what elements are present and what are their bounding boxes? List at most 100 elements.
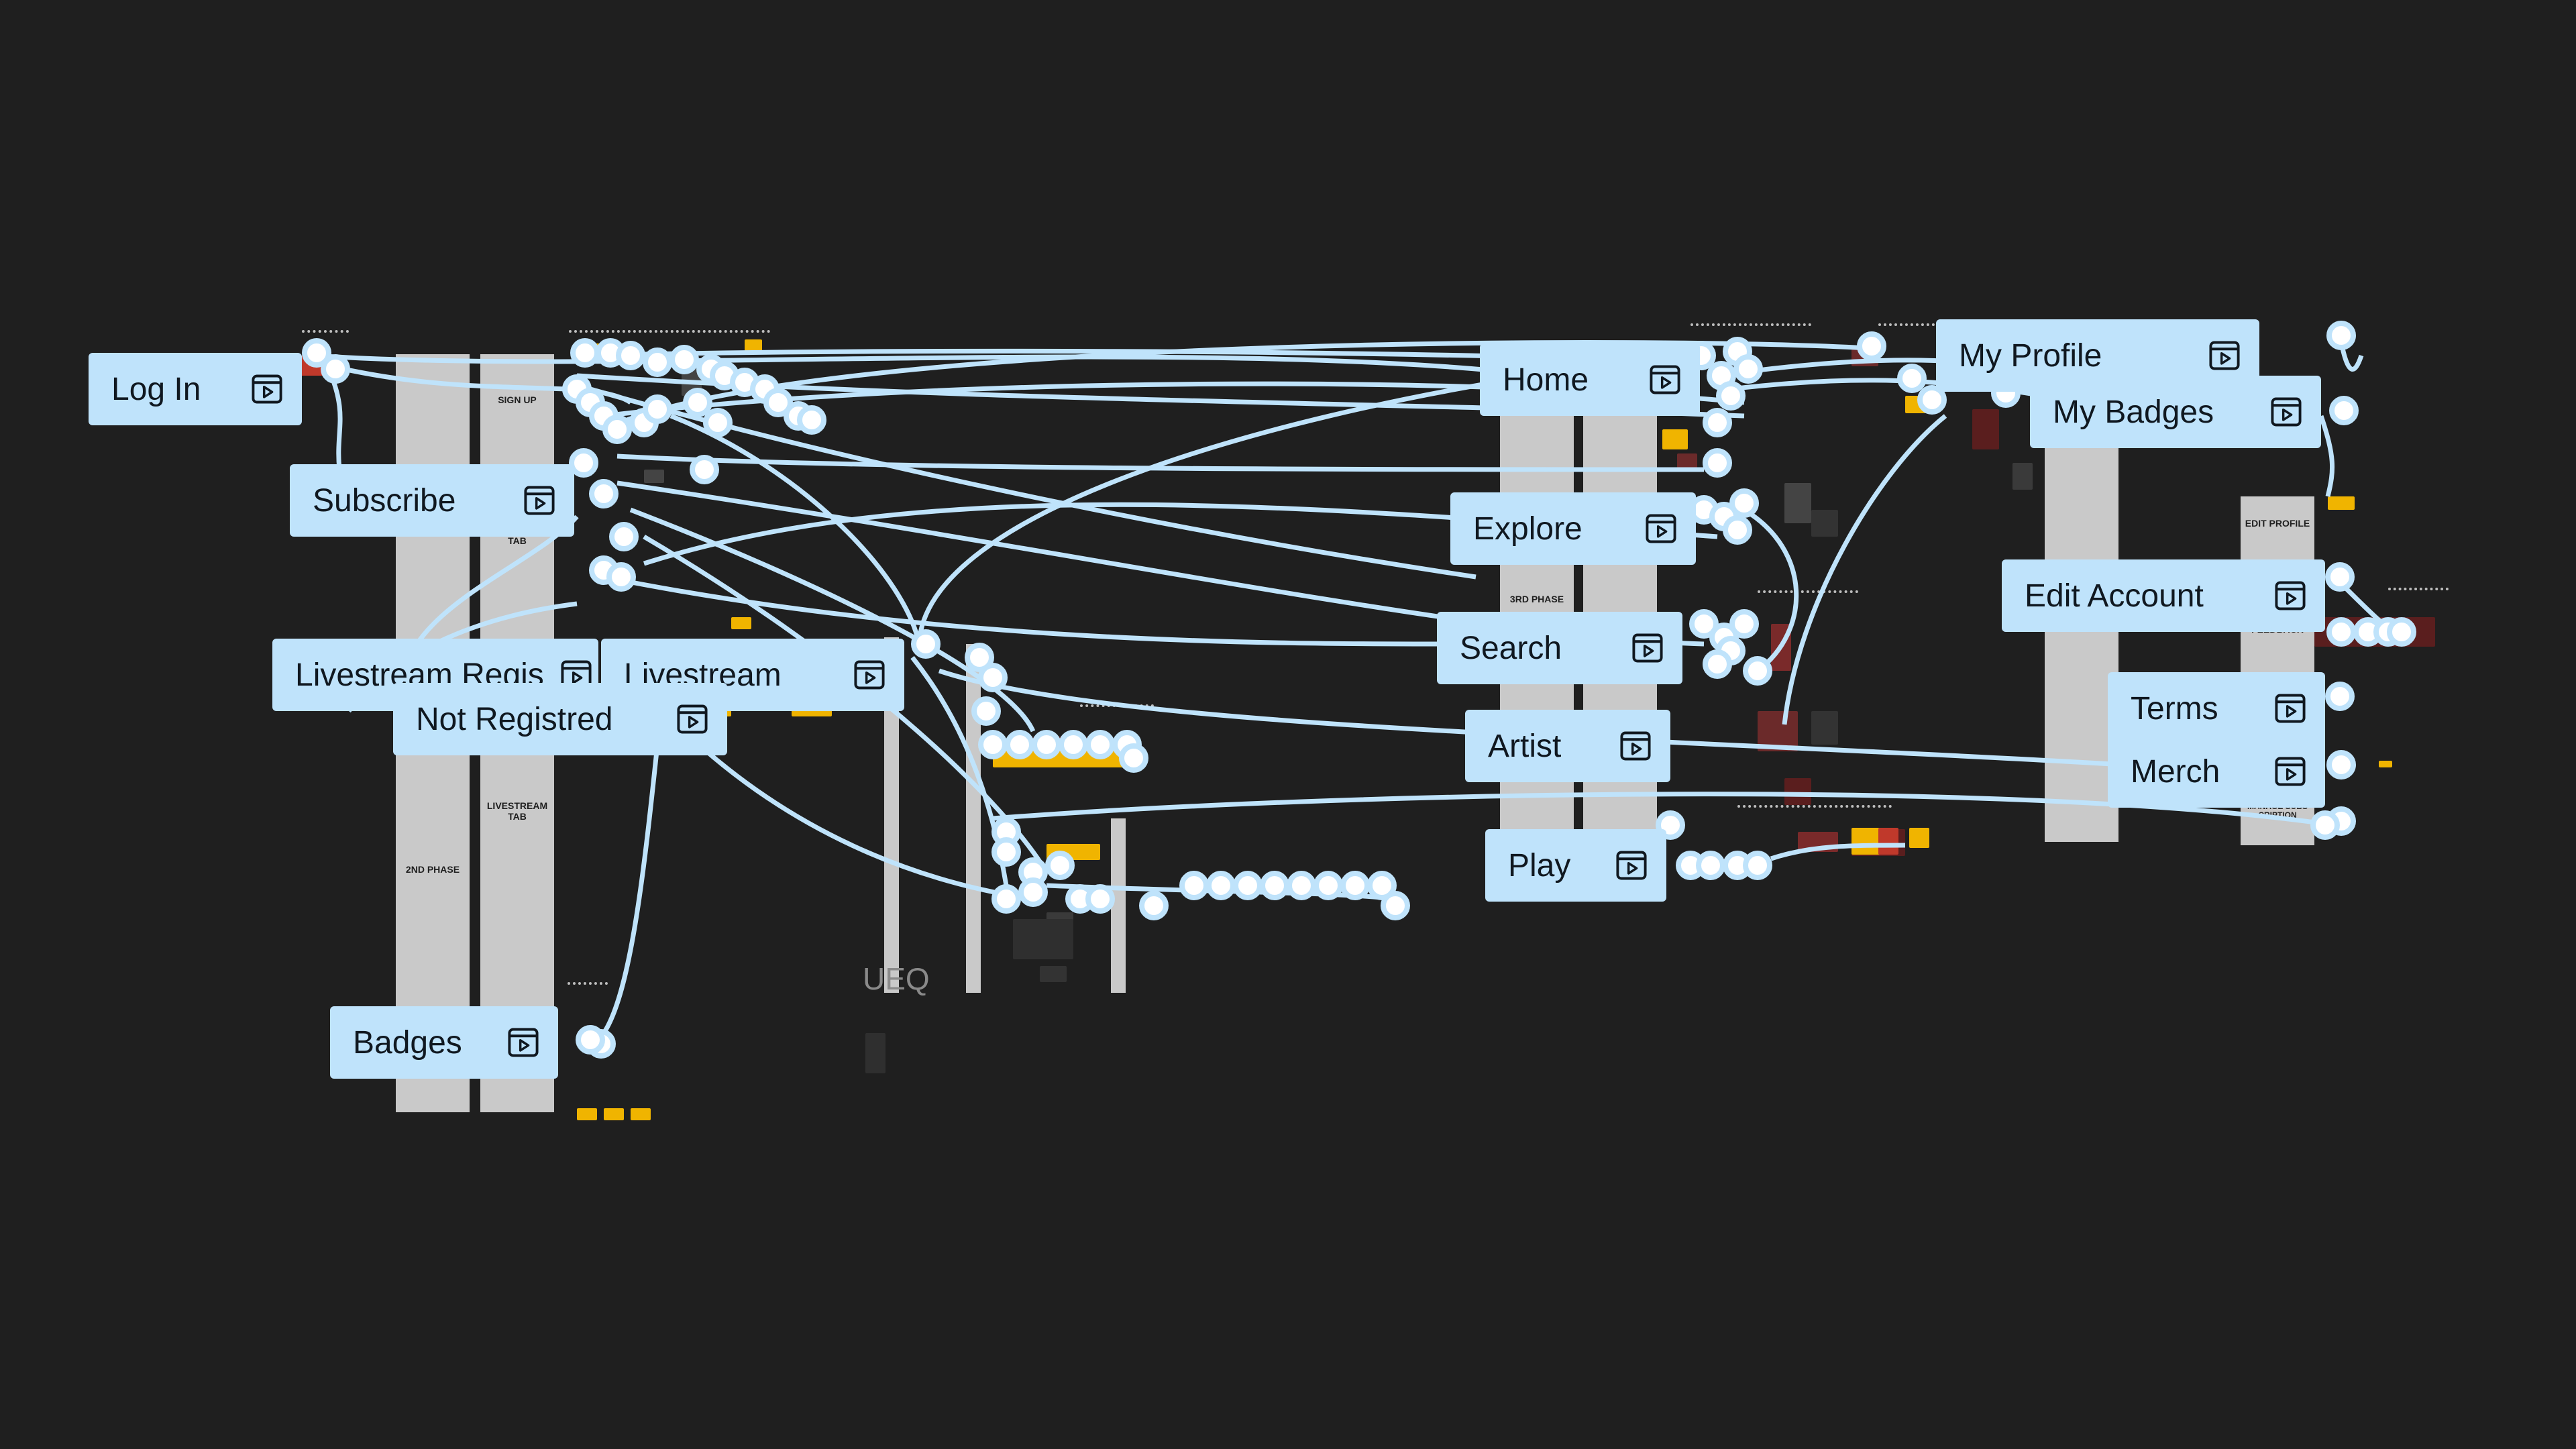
flow-tag-login[interactable]: Log In bbox=[89, 353, 302, 425]
connection-line[interactable] bbox=[326, 368, 343, 470]
connection-node[interactable] bbox=[589, 479, 619, 508]
play-frame-icon[interactable] bbox=[2269, 394, 2304, 429]
connection-node[interactable] bbox=[971, 696, 1001, 726]
connection-line[interactable] bbox=[2318, 415, 2335, 497]
play-frame-icon[interactable] bbox=[852, 657, 887, 692]
play-frame-icon[interactable] bbox=[2273, 578, 2308, 613]
connection-node[interactable] bbox=[991, 884, 1021, 914]
connection-node[interactable] bbox=[1733, 354, 1763, 384]
play-frame-icon[interactable] bbox=[1618, 729, 1653, 763]
flow-tag-merch[interactable]: Merch bbox=[2108, 735, 2325, 808]
connection-node[interactable] bbox=[643, 394, 672, 424]
connection-node[interactable] bbox=[965, 643, 994, 672]
connection-line[interactable] bbox=[315, 353, 1544, 378]
connection-node[interactable] bbox=[1139, 891, 1169, 920]
connection-node[interactable] bbox=[1897, 364, 1927, 393]
connection-node[interactable] bbox=[1085, 884, 1115, 914]
connection-node[interactable] bbox=[1260, 871, 1289, 900]
connection-node[interactable] bbox=[1716, 381, 1746, 411]
connection-node[interactable] bbox=[602, 415, 632, 444]
connection-node[interactable] bbox=[2310, 810, 2340, 840]
connection-node[interactable] bbox=[1723, 515, 1752, 545]
flow-tag-terms[interactable]: Terms bbox=[2108, 672, 2325, 745]
connection-node[interactable] bbox=[690, 455, 719, 484]
connection-node[interactable] bbox=[991, 837, 1021, 867]
flow-tag-home[interactable]: Home bbox=[1480, 343, 1700, 416]
connection-node[interactable] bbox=[1703, 649, 1732, 679]
connection-node[interactable] bbox=[2326, 321, 2356, 350]
connection-node[interactable] bbox=[978, 730, 1008, 759]
connection-line[interactable] bbox=[603, 574, 1450, 647]
connection-node[interactable] bbox=[1729, 609, 1759, 639]
connection-line[interactable] bbox=[2339, 341, 2364, 372]
connection-node[interactable] bbox=[321, 354, 350, 384]
connection-node[interactable] bbox=[576, 1025, 605, 1055]
connection-line[interactable] bbox=[1743, 508, 1799, 673]
connection-node[interactable] bbox=[2326, 617, 2356, 647]
connection-node[interactable] bbox=[1119, 743, 1148, 773]
connection-node[interactable] bbox=[1179, 871, 1209, 900]
connection-line[interactable] bbox=[682, 729, 1034, 902]
connection-node[interactable] bbox=[2387, 617, 2416, 647]
connection-node[interactable] bbox=[703, 408, 733, 437]
connection-node[interactable] bbox=[569, 448, 598, 478]
connection-line[interactable] bbox=[992, 792, 2335, 828]
connection-node[interactable] bbox=[2329, 396, 2359, 425]
connection-node[interactable] bbox=[1085, 730, 1115, 759]
play-frame-icon[interactable] bbox=[675, 702, 710, 737]
flow-tag-livestream[interactable]: Livestream bbox=[601, 639, 904, 711]
connection-node[interactable] bbox=[1018, 877, 1048, 907]
connection-node[interactable] bbox=[911, 629, 941, 659]
play-frame-icon[interactable] bbox=[1648, 362, 1682, 397]
connection-node[interactable] bbox=[1032, 730, 1061, 759]
flow-tag-play[interactable]: Play bbox=[1485, 829, 1666, 902]
connection-node[interactable] bbox=[978, 663, 1008, 692]
connection-node[interactable] bbox=[1059, 730, 1088, 759]
connection-line[interactable] bbox=[616, 453, 1705, 472]
connection-node[interactable] bbox=[643, 347, 672, 377]
connection-node[interactable] bbox=[1233, 871, 1263, 900]
play-frame-icon[interactable] bbox=[2273, 754, 2308, 789]
connection-line[interactable] bbox=[1046, 883, 1396, 902]
connection-node[interactable] bbox=[797, 405, 826, 435]
connection-line[interactable] bbox=[643, 534, 1049, 873]
connection-node[interactable] bbox=[1005, 730, 1034, 759]
flow-tag-artist[interactable]: Artist bbox=[1465, 710, 1670, 782]
play-frame-icon[interactable] bbox=[1614, 848, 1649, 883]
play-frame-icon[interactable] bbox=[1644, 511, 1678, 546]
connection-line[interactable] bbox=[629, 507, 1036, 733]
connection-node[interactable] bbox=[1917, 385, 1947, 415]
connection-line[interactable] bbox=[1782, 414, 1947, 725]
connection-node[interactable] bbox=[1729, 488, 1759, 518]
connection-line[interactable] bbox=[669, 413, 922, 645]
connection-node[interactable] bbox=[2325, 562, 2355, 592]
connection-node[interactable] bbox=[2326, 750, 2356, 780]
connection-line[interactable] bbox=[1770, 843, 1906, 861]
play-frame-icon[interactable] bbox=[506, 1025, 541, 1060]
play-frame-icon[interactable] bbox=[1630, 631, 1665, 665]
play-frame-icon[interactable] bbox=[522, 483, 557, 518]
connection-node[interactable] bbox=[683, 388, 712, 417]
connection-node[interactable] bbox=[1703, 448, 1732, 478]
connection-node[interactable] bbox=[1743, 851, 1772, 880]
connection-node[interactable] bbox=[1703, 408, 1732, 437]
connection-node[interactable] bbox=[1367, 871, 1397, 900]
play-frame-icon[interactable] bbox=[250, 372, 284, 407]
flow-tag-subscribe[interactable]: Subscribe bbox=[290, 464, 574, 537]
connection-node[interactable] bbox=[1857, 331, 1886, 361]
flow-tag-not-registered[interactable]: Not Registred bbox=[393, 683, 727, 755]
connection-node[interactable] bbox=[606, 562, 636, 592]
connection-node[interactable] bbox=[669, 345, 699, 374]
connection-node[interactable] bbox=[1287, 871, 1316, 900]
connection-node[interactable] bbox=[1045, 851, 1075, 880]
connection-node[interactable] bbox=[1696, 851, 1725, 880]
connection-line[interactable] bbox=[916, 373, 1537, 645]
connection-node[interactable] bbox=[1313, 871, 1343, 900]
connection-node[interactable] bbox=[763, 388, 793, 417]
flow-tag-edit-account[interactable]: Edit Account bbox=[2002, 559, 2325, 632]
flow-tag-badges[interactable]: Badges bbox=[330, 1006, 558, 1079]
connection-node[interactable] bbox=[1206, 871, 1236, 900]
connection-line[interactable] bbox=[602, 744, 660, 1034]
connection-node[interactable] bbox=[1689, 609, 1719, 639]
